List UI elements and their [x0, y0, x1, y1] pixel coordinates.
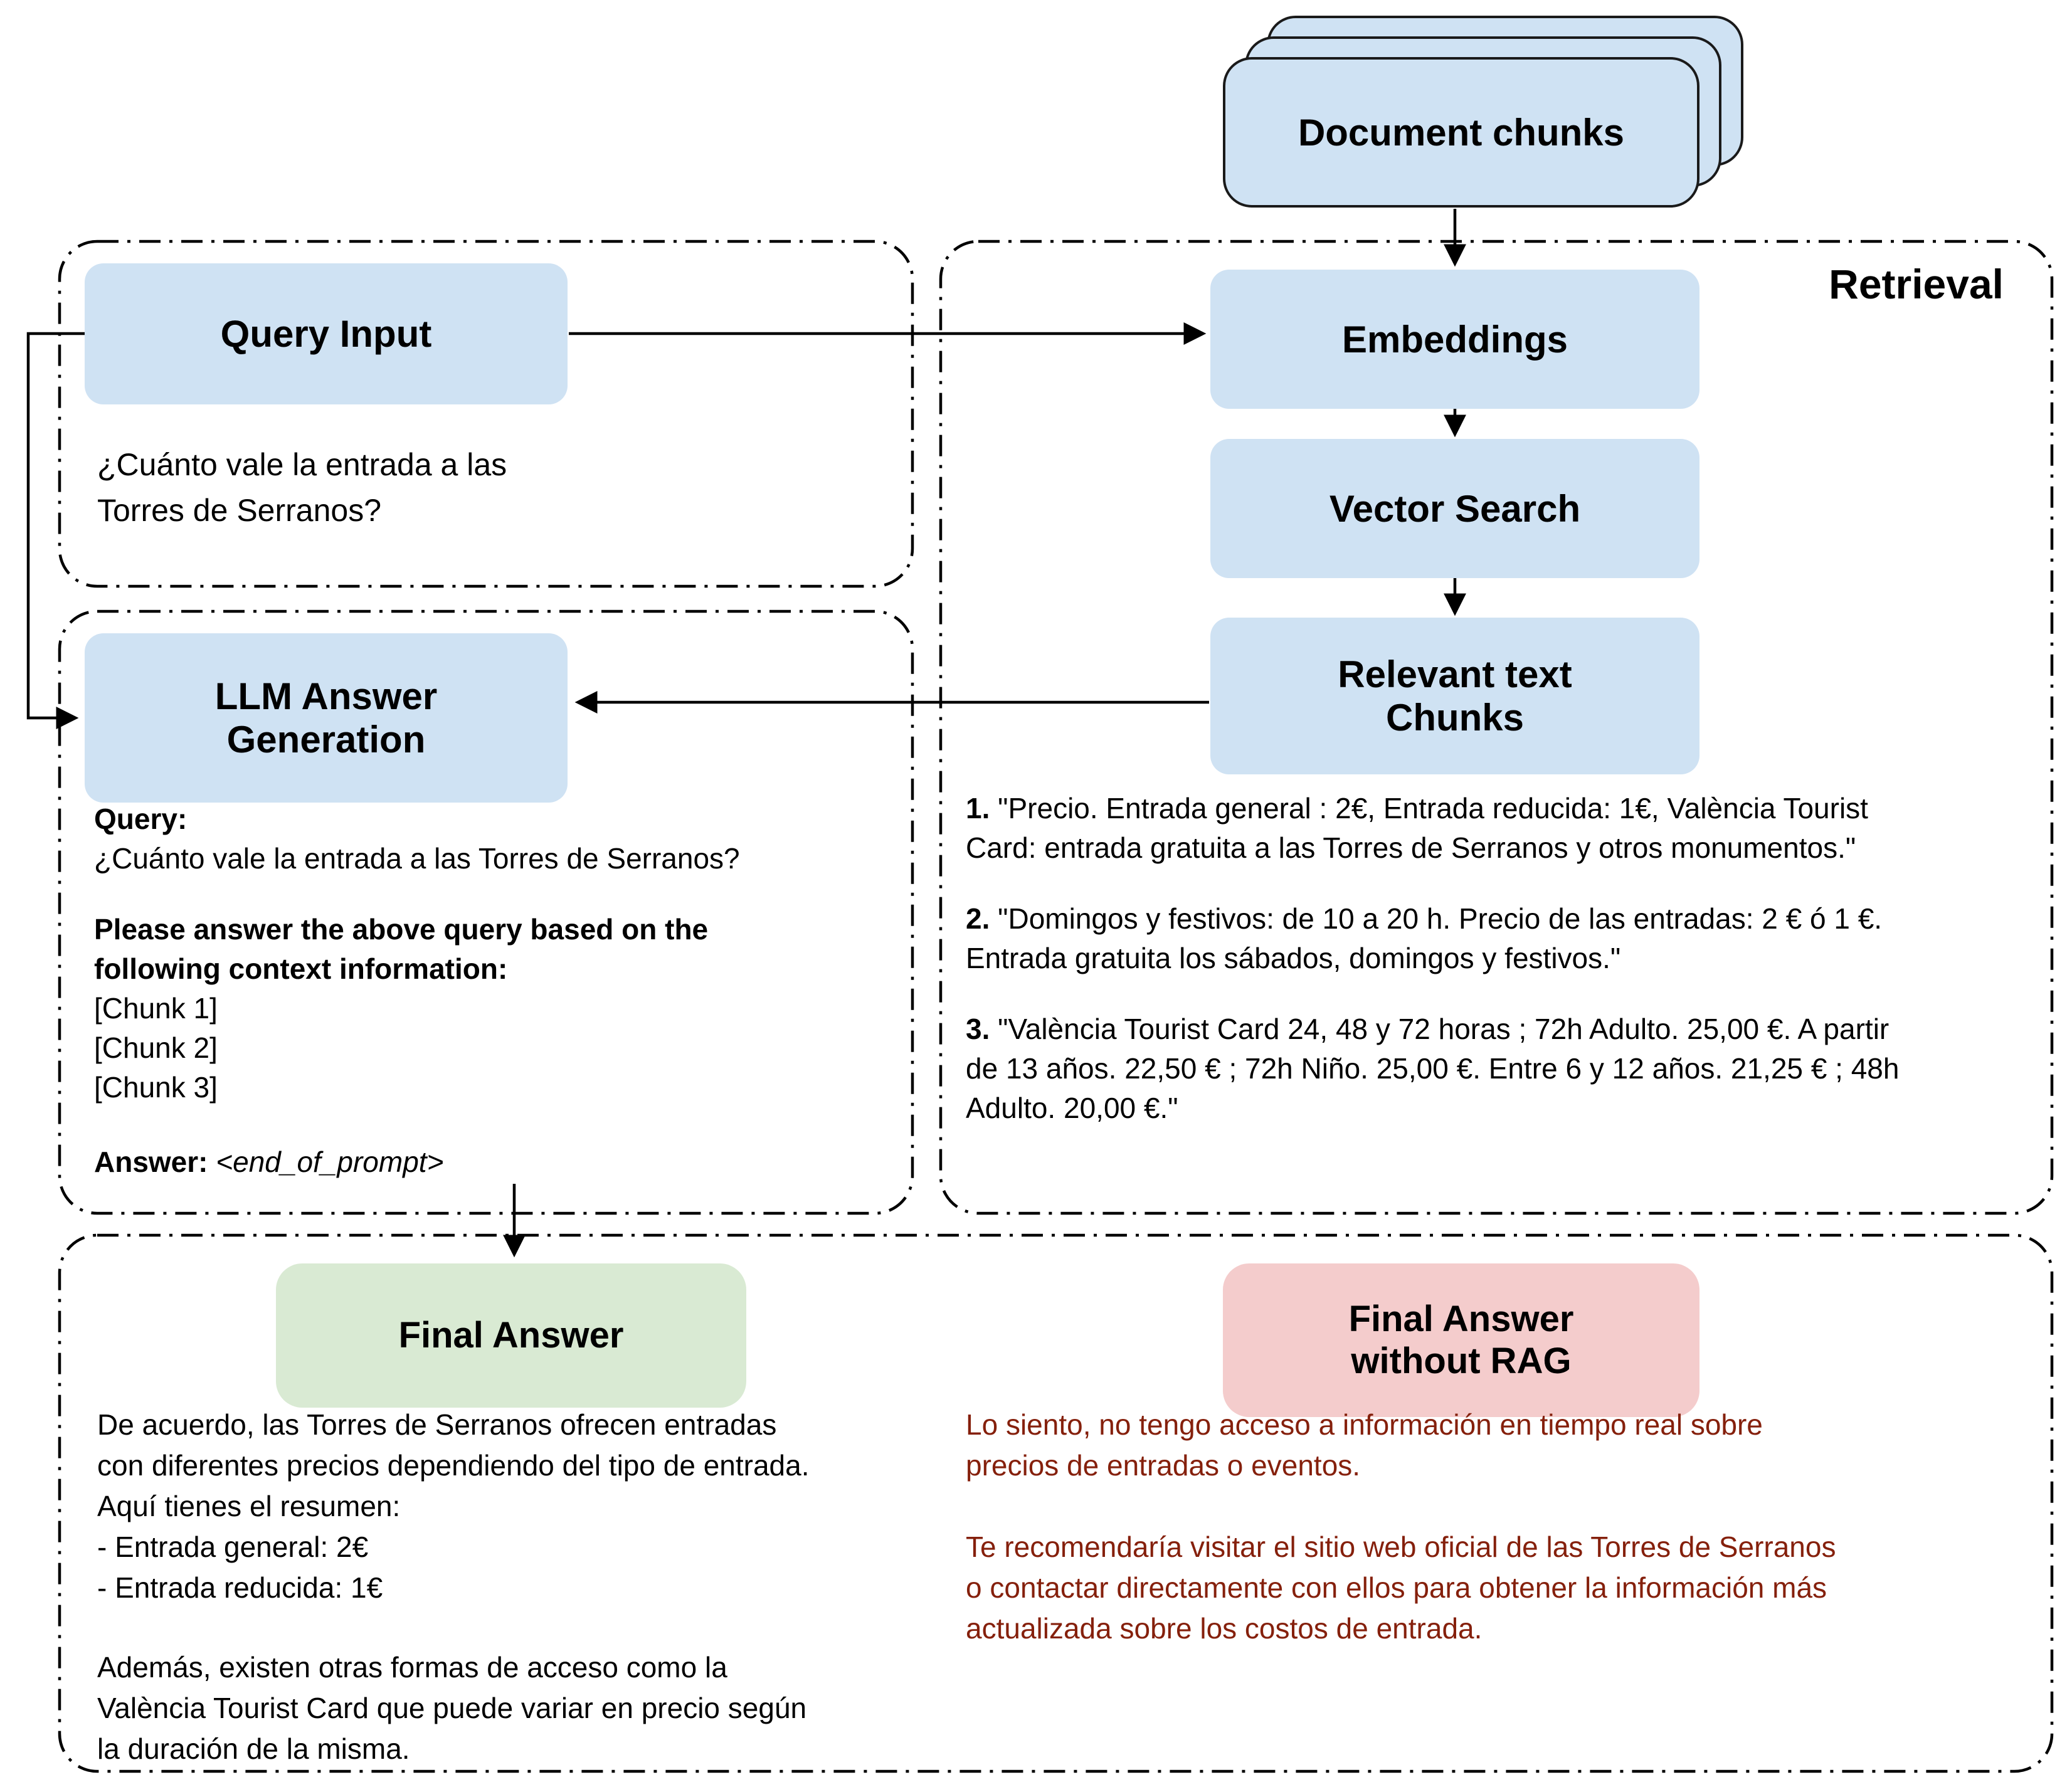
retrieved-chunk-3-line3: Adulto. 20,00 €."	[966, 1092, 1178, 1124]
node-relevant-chunks-label-line1: Relevant text	[1338, 653, 1572, 695]
query-container-border	[58, 240, 914, 588]
node-query-input-label: Query Input	[220, 313, 432, 355]
prompt-chunk-ref1: [Chunk 1]	[94, 992, 218, 1025]
prompt-chunk-ref3: [Chunk 3]	[94, 1071, 218, 1104]
prompt-chunk-ref2: [Chunk 2]	[94, 1031, 218, 1064]
retrieved-chunks-block: 1. "Precio. Entrada general : 2€, Entrad…	[966, 789, 1899, 1159]
node-llm-answer-generation: LLM Answer Generation	[85, 633, 568, 803]
node-final-answer-without-rag: Final Answer without RAG	[1223, 1263, 1699, 1417]
retrieval-container-border	[939, 240, 2054, 1215]
prompt-answer-value: <end_of_prompt>	[216, 1146, 444, 1178]
prompt-spacer	[94, 1107, 740, 1142]
retrieved-chunk-1-line2: Card: entrada gratuita a las Torres de S…	[966, 831, 1856, 864]
node-vector-search: Vector Search	[1210, 439, 1699, 578]
prompt-instruction-line1: Please answer the above query based on t…	[94, 913, 709, 946]
retrieved-chunk-1-num: 1.	[966, 792, 990, 825]
final-answer-p1-line4: - Entrada general: 2€	[97, 1531, 369, 1563]
retrieval-section-label: Retrieval	[1829, 261, 2004, 307]
final-answer-no-rag-p1-line1: Lo siento, no tengo acceso a información…	[966, 1408, 1763, 1441]
final-answer-p1-line3: Aquí tienes el resumen:	[97, 1490, 401, 1522]
node-embeddings-label: Embeddings	[1341, 318, 1568, 361]
final-answer-no-rag-p1-line2: precios de entradas o eventos.	[966, 1449, 1361, 1482]
final-answer-text: De acuerdo, las Torres de Serranos ofrec…	[97, 1405, 810, 1769]
arrow-queryinput-to-llm	[26, 332, 85, 729]
final-answer-p2-line2: València Tourist Card que puede variar e…	[97, 1692, 807, 1724]
prompt-spacer	[94, 878, 740, 910]
retrieved-chunk-3: 3. "València Tourist Card 24, 48 y 72 ho…	[966, 1009, 1899, 1128]
prompt-answer-label: Answer:	[94, 1146, 208, 1178]
final-answer-no-rag-p2-line3: actualizada sobre los costos de entrada.	[966, 1612, 1483, 1645]
retrieved-chunk-3-line2: de 13 años. 22,50 € ; 72h Niño. 25,00 €.…	[966, 1052, 1900, 1085]
final-answer-no-rag-p2-line1: Te recomendaría visitar el sitio web ofi…	[966, 1531, 1836, 1563]
final-answer-no-rag-p2-line2: o contactar directamente con ellos para …	[966, 1571, 1827, 1604]
query-text: ¿Cuánto vale la entrada a las Torres de …	[97, 442, 507, 534]
node-relevant-chunks-label-line2: Chunks	[1385, 697, 1525, 739]
retrieved-chunk-2-line2: Entrada gratuita los sábados, domingos y…	[966, 942, 1621, 974]
prompt-instruction-line2: following context information:	[94, 952, 508, 985]
final-answer-spacer	[97, 1608, 810, 1647]
final-answer-p1-line2: con diferentes precios dependiendo del t…	[97, 1449, 810, 1482]
query-text-line2: Torres de Serranos?	[97, 493, 382, 528]
node-query-input: Query Input	[85, 263, 568, 404]
final-answer-no-rag-spacer	[966, 1486, 1836, 1527]
node-relevant-chunks: Relevant text Chunks	[1210, 618, 1699, 774]
retrieved-chunk-2-line1: "Domingos y festivos: de 10 a 20 h. Prec…	[998, 902, 1883, 935]
document-chunks-card-front: Document chunks	[1223, 57, 1699, 208]
query-text-line1: ¿Cuánto vale la entrada a las	[97, 447, 507, 482]
document-chunks-label: Document chunks	[1298, 111, 1625, 154]
answers-container-border	[58, 1233, 2054, 1773]
prompt-query-text: ¿Cuánto vale la entrada a las Torres de …	[94, 842, 740, 875]
node-final-answer-no-rag-line2: without RAG	[1351, 1340, 1572, 1381]
prompt-query-label: Query:	[94, 803, 188, 835]
final-answer-no-rag-text: Lo siento, no tengo acceso a información…	[966, 1405, 1836, 1649]
prompt-answer-line: Answer: <end_of_prompt>	[94, 1142, 740, 1182]
final-answer-p1-line1: De acuerdo, las Torres de Serranos ofrec…	[97, 1408, 777, 1441]
node-final-answer-no-rag-line1: Final Answer	[1348, 1298, 1574, 1339]
final-answer-p2-line1: Además, existen otras formas de acceso c…	[97, 1651, 727, 1684]
retrieved-chunk-3-num: 3.	[966, 1013, 990, 1045]
retrieved-chunk-3-line1: "València Tourist Card 24, 48 y 72 horas…	[998, 1013, 1890, 1045]
prompt-block: Query: ¿Cuánto vale la entrada a las Tor…	[94, 799, 740, 1182]
node-llm-label-line2: Generation	[226, 719, 426, 761]
final-answer-p2-line3: la duración de la misma.	[97, 1732, 410, 1765]
node-llm-label-line1: LLM Answer	[214, 675, 438, 717]
node-embeddings: Embeddings	[1210, 270, 1699, 409]
node-final-answer: Final Answer	[276, 1263, 746, 1408]
llm-container-border	[58, 609, 914, 1215]
retrieved-chunk-2-num: 2.	[966, 902, 990, 935]
retrieved-chunk-2: 2. "Domingos y festivos: de 10 a 20 h. P…	[966, 899, 1899, 978]
final-answer-p1-line5: - Entrada reducida: 1€	[97, 1571, 383, 1604]
retrieved-chunk-1: 1. "Precio. Entrada general : 2€, Entrad…	[966, 789, 1899, 868]
retrieved-chunk-1-line1: "Precio. Entrada general : 2€, Entrada r…	[998, 792, 1868, 825]
node-vector-search-label: Vector Search	[1329, 487, 1581, 530]
node-final-answer-label: Final Answer	[398, 1314, 624, 1356]
